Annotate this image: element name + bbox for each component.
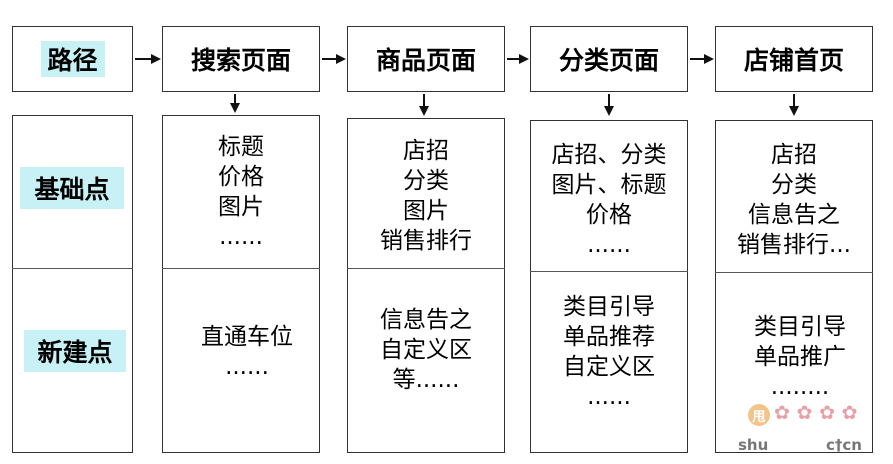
watermark-domain: c†cn — [826, 436, 862, 454]
category-new-list: 类目引导 单品推荐 自定义区 ...... — [530, 290, 688, 414]
list-item: ...... — [587, 232, 631, 258]
list-item: 等...... — [392, 367, 460, 393]
store-new-list: 类目引导 单品推广 ........ — [715, 310, 885, 404]
list-item: 自定义区 — [563, 354, 655, 380]
store-divider — [715, 272, 873, 273]
list-item: ...... — [225, 354, 269, 380]
list-item: 单品推荐 — [563, 324, 655, 350]
list-item: 图片、标题 — [551, 172, 667, 198]
watermark-text: shu — [738, 436, 769, 454]
list-item: 图片 — [403, 198, 449, 224]
list-item: ...... — [219, 224, 263, 250]
list-item: 标题 — [218, 134, 264, 160]
search-detail-box — [162, 115, 320, 453]
row-label-divider — [12, 268, 133, 269]
product-page-header-label: 商品页面 — [375, 46, 476, 75]
search-basic-list: 标题 价格 图片 ...... — [162, 130, 320, 254]
product-divider — [347, 268, 505, 269]
watermark-logo-icon: 甩 — [748, 404, 770, 426]
list-item: 图片 — [218, 194, 264, 220]
list-item: 销售排行 — [380, 228, 472, 254]
list-item: 销售排行... — [737, 232, 851, 258]
path-header-tag: 路径 — [40, 41, 105, 77]
store-homepage-header-label: 店铺首页 — [743, 46, 844, 75]
list-item: 类目引导 — [754, 314, 846, 340]
list-item: 信息告之 — [748, 202, 840, 228]
list-item: 价格 — [586, 202, 632, 228]
search-page-header-label: 搜索页面 — [190, 46, 291, 75]
list-item: ........ — [770, 374, 830, 400]
list-item: 店招 — [403, 138, 449, 164]
category-page-header: 分类页面 — [530, 26, 688, 92]
list-item: 信息告之 — [380, 307, 472, 333]
list-item: 价格 — [218, 164, 264, 190]
watermark-decoration: ✿ ✿ ✿ ✿ — [774, 402, 858, 424]
list-item: 分类 — [771, 172, 817, 198]
product-detail-box — [347, 118, 505, 453]
category-detail-box — [530, 120, 688, 453]
store-basic-list: 店招 分类 信息告之 销售排行... — [715, 138, 873, 262]
category-basic-list: 店招、分类 图片、标题 价格 ...... — [530, 138, 688, 262]
search-new-list: 直通车位 ...... — [162, 320, 332, 384]
row-label-column — [12, 115, 133, 453]
path-header: 路径 — [12, 26, 133, 92]
product-basic-list: 店招 分类 图片 销售排行 — [347, 134, 505, 258]
search-divider — [162, 268, 320, 269]
list-item: 分类 — [403, 168, 449, 194]
new-points-label: 新建点 — [24, 330, 126, 372]
path-header-label: 路径 — [47, 46, 98, 75]
category-divider — [530, 271, 688, 272]
list-item: ...... — [587, 384, 631, 410]
product-new-list: 信息告之 自定义区 等...... — [347, 303, 505, 397]
category-page-header-label: 分类页面 — [558, 46, 659, 75]
product-page-header: 商品页面 — [347, 26, 505, 92]
basic-points-label: 基础点 — [20, 167, 124, 209]
list-item: 直通车位 — [201, 324, 293, 350]
list-item: 店招 — [771, 142, 817, 168]
search-page-header: 搜索页面 — [162, 26, 320, 92]
store-detail-box — [715, 120, 873, 453]
list-item: 店招、分类 — [551, 142, 667, 168]
store-homepage-header: 店铺首页 — [715, 26, 873, 92]
list-item: 自定义区 — [380, 337, 472, 363]
list-item: 类目引导 — [563, 294, 655, 320]
list-item: 单品推广 — [754, 344, 846, 370]
